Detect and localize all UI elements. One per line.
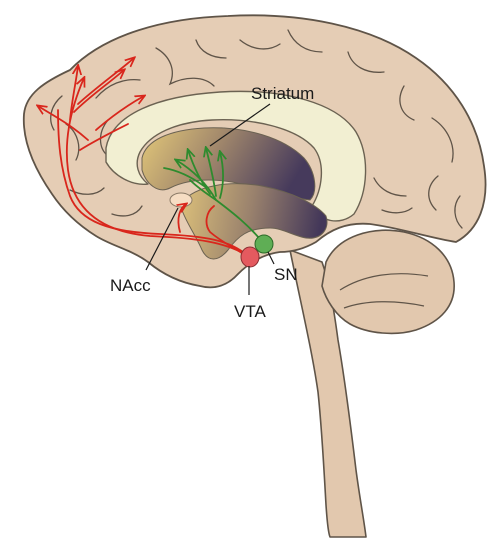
nacc-label: NAcc [110, 276, 151, 295]
sn-nucleus [255, 235, 273, 253]
nacc-nucleus [170, 193, 192, 207]
cerebellum [322, 230, 454, 333]
sn-label: SN [274, 265, 298, 284]
vta-nucleus [241, 247, 259, 267]
striatum-label: Striatum [251, 84, 314, 103]
vta-label: VTA [234, 302, 266, 321]
